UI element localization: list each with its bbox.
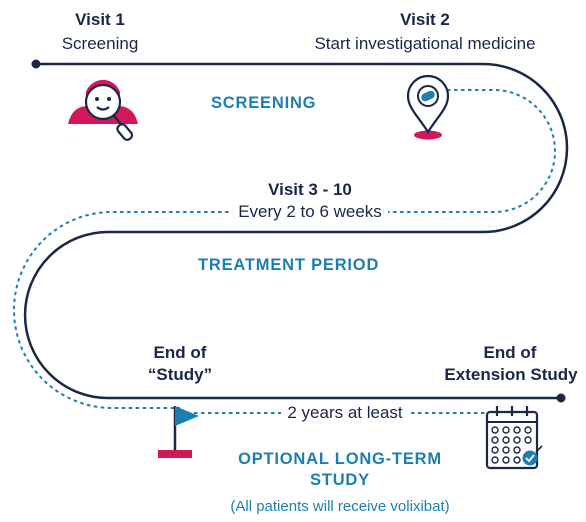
timeline-solid-path bbox=[23, 62, 569, 400]
person-search-icon bbox=[68, 79, 138, 141]
phase-optional-line1: OPTIONAL LONG-TERM bbox=[238, 450, 442, 468]
end-of-extension-line1: End of bbox=[483, 343, 537, 362]
flag-icon bbox=[158, 406, 199, 458]
end-of-extension-line2: Extension Study bbox=[444, 365, 578, 384]
timeline-start-dot bbox=[31, 59, 41, 69]
visit-2-subtitle: Start investigational medicine bbox=[314, 34, 536, 53]
phase-treatment-period: TREATMENT PERIOD bbox=[198, 256, 380, 274]
visit-3-10-title: Visit 3 - 10 bbox=[268, 180, 352, 199]
visit-1-subtitle: Screening bbox=[61, 34, 139, 53]
phase-screening: SCREENING bbox=[211, 94, 317, 112]
visit-2-title: Visit 2 bbox=[400, 10, 450, 29]
timeline-end-dot bbox=[556, 393, 566, 403]
visit-1-title: Visit 1 bbox=[75, 10, 125, 29]
duration-label-text: 2 years at least bbox=[281, 403, 409, 422]
calendar-check-icon bbox=[485, 406, 543, 470]
end-of-study-line2: “Study” bbox=[147, 365, 213, 384]
phase-optional-line2: STUDY bbox=[310, 471, 370, 489]
visit-3-10-subtitle-text: Every 2 to 6 weeks bbox=[232, 202, 388, 221]
visit-3-10-subtitle: Every 2 to 6 weeks bbox=[210, 202, 410, 222]
end-of-study-line1: End of bbox=[153, 343, 207, 362]
phase-optional-note: (All patients will receive volixibat) bbox=[230, 498, 450, 515]
timeline-dashed-upper bbox=[13, 89, 556, 409]
duration-label: 2 years at least bbox=[260, 403, 430, 423]
location-pin-icon bbox=[406, 74, 450, 140]
